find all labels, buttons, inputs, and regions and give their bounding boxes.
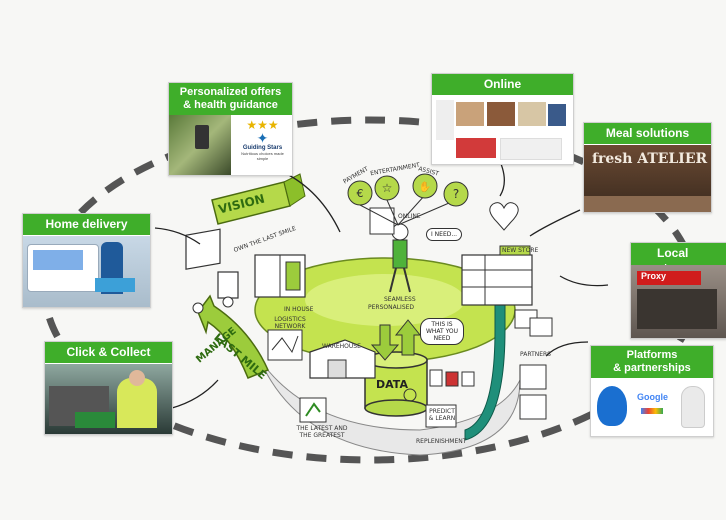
card-home-delivery: Home delivery: [22, 213, 151, 308]
connector-arrows: [154, 154, 609, 409]
replenishment-label: REPLENISHMENT: [416, 438, 467, 445]
board-sketch: [299, 397, 327, 423]
platforms-logos: Google: [591, 378, 713, 436]
arrow-into-data: [370, 324, 400, 361]
person-sketch: [389, 223, 411, 293]
svg-text:☆: ☆: [382, 181, 393, 195]
assistant-dots-icon: [641, 408, 663, 414]
logistics-label: LOGISTICS NETWORK: [274, 316, 306, 330]
payment-icon: [347, 180, 373, 206]
personalized-title-1: Personalized offers: [179, 86, 282, 98]
personalized-image: ★★★ ✦ Guiding Stars Nutritious choices m…: [169, 115, 292, 175]
store-sketch: [461, 245, 533, 306]
warehouse-label: WAREHOUSE: [322, 343, 361, 350]
partner-mascot-icon: [597, 386, 627, 426]
online-title: Online: [432, 74, 573, 95]
arrow-out-data: [394, 319, 422, 356]
boxes-sketch: [514, 309, 553, 420]
house-sketch: [254, 254, 306, 298]
star-icon: [374, 175, 400, 201]
question-icon: [443, 181, 469, 207]
predict-label: PREDICT & LEARN: [428, 408, 456, 422]
truck-sketch: [185, 228, 239, 314]
card-click-collect: Click & Collect: [44, 341, 173, 435]
figure-icon: ✦: [256, 130, 269, 146]
click-collect-title: Click & Collect: [45, 342, 172, 363]
google-logo: Google: [637, 392, 668, 402]
online-screenshot: [432, 96, 573, 164]
idea-icons: ☆ ? € ✋: [347, 173, 469, 226]
heart-icon: [489, 202, 519, 231]
card-personalized-offers: Personalized offers & health guidance ★★…: [168, 82, 293, 176]
last-mile-arrow: [197, 294, 270, 379]
card-local-stores: Local stores Proxy: [630, 242, 726, 339]
guiding-stars-logo: ★★★ ✦ Guiding Stars Nutritious choices m…: [235, 119, 290, 173]
phone-photo: [169, 115, 231, 175]
svg-text:?: ?: [453, 187, 459, 201]
home-delivery-title: Home delivery: [23, 214, 150, 235]
local-stores-photo: Proxy: [631, 265, 726, 338]
smart-speaker-icon: [681, 386, 705, 428]
online-sketch-label: ONLINE: [398, 213, 421, 220]
seamless-label: SEAMLESS: [384, 296, 416, 303]
card-platforms-partnerships: Platforms & partnerships Google: [590, 345, 714, 437]
assist-icon: [412, 173, 438, 199]
svg-text:€: €: [357, 187, 364, 200]
meal-photo: fresh ATELIER: [584, 145, 711, 212]
card-meal-solutions: Meal solutions fresh ATELIER: [583, 122, 712, 213]
card-online: Online: [431, 73, 574, 165]
click-collect-photo: [45, 364, 172, 434]
personalized-title-2: & health guidance: [183, 99, 278, 111]
proxy-sign: Proxy: [637, 271, 701, 285]
logistics-network: [267, 329, 303, 361]
central-disk-inner: [305, 274, 465, 326]
home-delivery-photo: [23, 236, 150, 307]
warehouse-sketch: [309, 339, 376, 379]
latest-label: THE LATEST AND THE GREATEST: [296, 425, 348, 439]
platforms-title-2: & partnerships: [613, 362, 691, 374]
vision-banner: [211, 173, 306, 225]
i-need-bubble: I NEED...: [426, 228, 463, 241]
svg-text:✋: ✋: [419, 180, 431, 193]
platforms-title-1: Platforms: [626, 349, 678, 361]
this-is-what-bubble: THIS IS WHAT YOU NEED: [420, 318, 464, 345]
data-label: DATA: [376, 378, 408, 391]
screen-sketch: [425, 404, 457, 428]
new-store-label: NEW STORE: [502, 247, 539, 254]
product-sketch: [429, 369, 475, 387]
atelier-sign: fresh ATELIER: [592, 151, 708, 167]
in-house-label: IN HOUSE: [284, 306, 314, 313]
partners-label: PARTNERS: [520, 351, 551, 358]
personalised-label: PERSONALISED: [368, 304, 415, 311]
meal-title: Meal solutions: [584, 123, 711, 144]
